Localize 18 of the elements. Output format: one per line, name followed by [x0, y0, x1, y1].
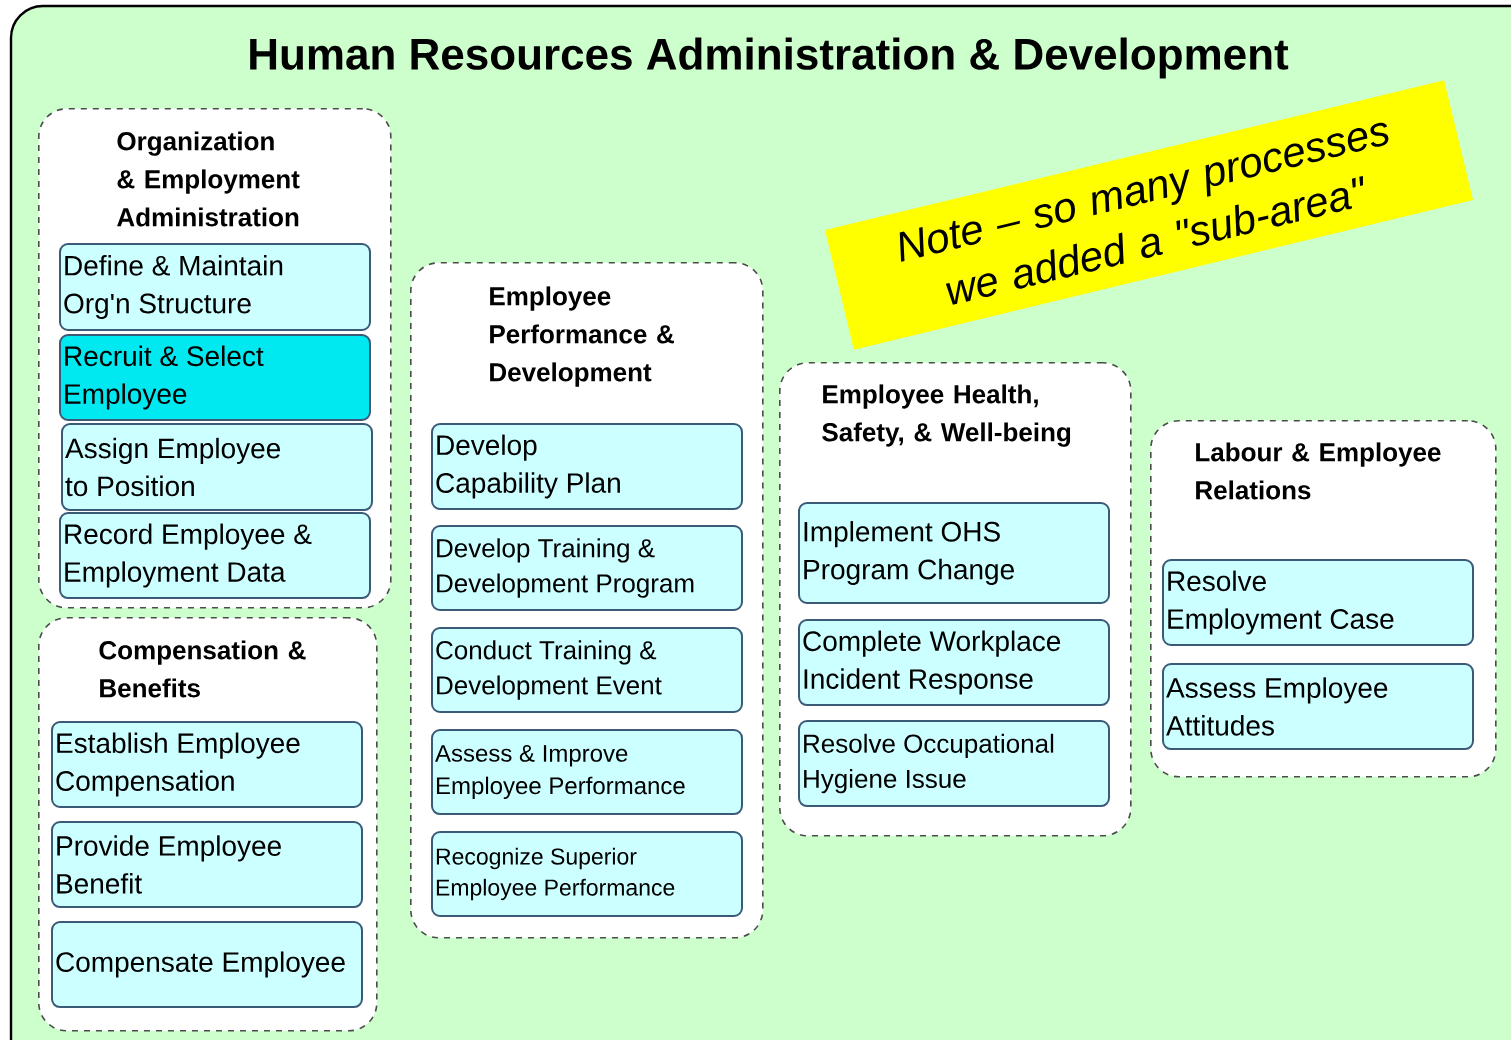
process-box: Develop Training & Development Program	[431, 525, 743, 611]
process-box: Record Employee & Employment Data	[59, 512, 371, 599]
process-box: Compensate Employee	[51, 921, 363, 1008]
process-box: Develop Capability Plan	[431, 423, 743, 510]
process-box: Complete Workplace Incident Response	[798, 619, 1110, 706]
process-box: Assess Employee Attitudes	[1162, 663, 1474, 750]
process-box: Resolve Occupational Hygiene Issue	[798, 720, 1110, 807]
process-box: Conduct Training & Development Event	[431, 627, 743, 713]
process-box: Resolve Employment Case	[1162, 559, 1474, 646]
process-box: Assign Employee to Position	[61, 423, 373, 511]
process-box: Define & Maintain Org'n Structure	[59, 243, 371, 331]
process-box: Recruit & Select Employee	[59, 334, 371, 421]
process-box: Recognize Superior Employee Performance	[431, 831, 743, 917]
process-box: Establish Employee Compensation	[51, 721, 363, 808]
process-box: Assess & Improve Employee Performance	[431, 729, 743, 815]
process-box: Provide Employee Benefit	[51, 821, 363, 908]
title: Human Resources Administration & Development	[250, 37, 1289, 79]
process-box: Implement OHS Program Change	[798, 502, 1110, 604]
